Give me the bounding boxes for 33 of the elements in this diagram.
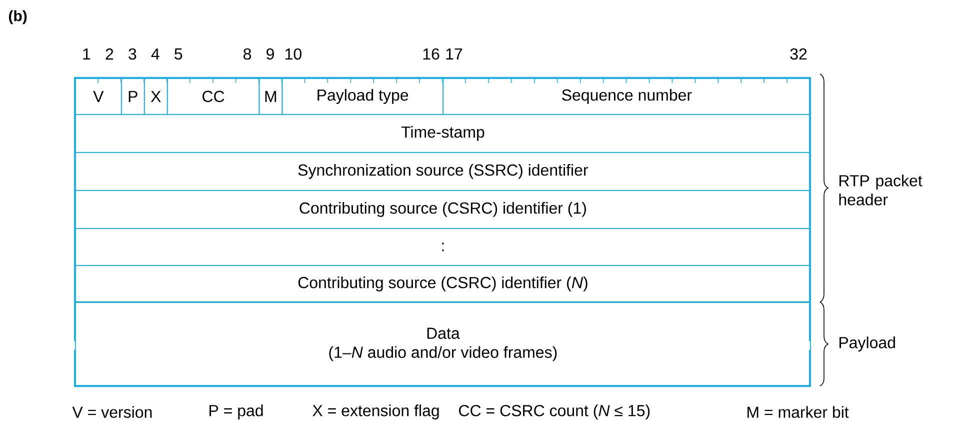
field-cell: Time-stamp [75,114,811,153]
brace-label: Payload [840,336,895,352]
bit-number: 5 [174,48,182,60]
bit-number: 1 [83,48,90,60]
field-cell: CC [166,78,260,115]
node-label: V [93,90,104,102]
field-cell: P [120,78,145,115]
node-label: (1–N audio and/or video frames) [329,346,557,362]
bit-number: 4 [151,48,160,60]
bit-number: 2 [106,48,114,60]
panel-label: (b) [8,10,27,24]
legend-text: P = pad [210,404,263,420]
legend-text: V = version [72,406,152,418]
bit-number: 32 [790,48,807,60]
bit-number: 16 [423,48,440,60]
legend-text: X = extension flag [312,404,439,420]
field-cell: Payload type [282,78,444,115]
legend-text: CC = CSRC count (N ≤ 15) [459,404,650,420]
bit-number: 10 [286,48,302,60]
field-cell: : [75,228,811,266]
bit-number: 17 [446,48,462,60]
bit-number: 8 [244,48,252,60]
legend-text: M = marker bit [748,406,849,418]
bit-number: 3 [128,48,136,60]
field-cell: Synchronization source (SSRC) identifier [75,152,811,191]
node-label: Sequence number [562,88,692,104]
field-cell: M [258,78,283,115]
bit-number: 9 [266,48,274,60]
node-label: Data [427,328,460,339]
field-cell: X [144,78,168,115]
field-cell: Contributing source (CSRC) identifier (1) [75,190,811,229]
field-cell: Contributing source (CSRC) identifier (N) [75,265,811,303]
brace-label: RTP packet header [839,174,922,206]
